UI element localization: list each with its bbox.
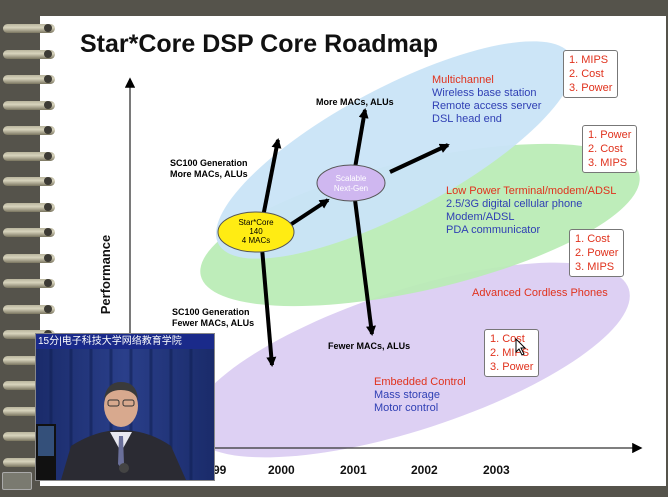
- starcore-node-line3: 4 MACs: [242, 236, 270, 245]
- binding-coil: [3, 126, 55, 135]
- segment-item: Modem/ADSL: [446, 211, 515, 223]
- year-label: 2001: [340, 463, 367, 477]
- binding-coil: [3, 177, 55, 186]
- year-label: 2002: [411, 463, 438, 477]
- priority-box-cordless: 1. Cost 2. Power 3. MIPS: [569, 229, 625, 277]
- arrow-label-up-mid-1: SC100 Generation: [170, 158, 248, 168]
- segment-item: Motor control: [374, 402, 439, 414]
- binding-hole: [44, 75, 52, 83]
- scalable-node-line1: Scalable: [336, 174, 367, 183]
- middle-segment-list: Low Power Terminal/modem/ADSL 2.5/3G dig…: [446, 185, 616, 237]
- arrow-label-up-mid-2: More MACs, ALUs: [170, 169, 248, 179]
- priority-item: 1. Cost: [575, 233, 610, 245]
- bottom-segment-list: Embedded Control Mass storage Motor cont…: [374, 376, 466, 415]
- segment-item: PDA communicator: [446, 224, 541, 236]
- scalable-node: [316, 164, 386, 202]
- segment-item: Remote access server: [432, 100, 542, 112]
- top-segment-ellipse: [216, 41, 574, 259]
- lecturer-video-overlay: 15分|电子科技大学网络教育学院: [35, 333, 215, 481]
- starcore-node-line1: Star*Core: [238, 218, 274, 227]
- segment-item: Wireless base station: [432, 87, 537, 99]
- priority-box-bottom: 1. Cost 2. MIPS 3. Power: [484, 329, 540, 377]
- binding-coil: [3, 304, 55, 314]
- bottom-segment-ellipse: [190, 262, 630, 458]
- arrow-right-from-scalable: [389, 143, 450, 174]
- scalable-node-line2: Next-Gen: [334, 184, 368, 193]
- binding-coil: [3, 457, 55, 467]
- arrow-label-down-bottom: Fewer MACs, ALUs: [328, 341, 411, 351]
- corner-logo-icon: [2, 472, 32, 490]
- priority-item: 3. Power: [569, 82, 613, 94]
- arrow-up-from-starcore: [260, 138, 282, 223]
- binding-coil: [3, 279, 55, 288]
- binding-coil: [3, 151, 55, 161]
- arrow-down-from-starcore: [260, 247, 277, 367]
- binding-coil: [3, 228, 55, 237]
- segment-item: DSL head end: [432, 113, 502, 125]
- segment-item: Low Power Terminal/modem/ADSL: [446, 185, 617, 197]
- y-axis-label: Performance: [98, 234, 114, 315]
- top-segment-list: Multichannel Wireless base station Remot…: [432, 74, 541, 126]
- starcore-node: [217, 211, 295, 253]
- binding-coil: [3, 49, 55, 59]
- binding-coil: [3, 381, 55, 390]
- binding-coil: [3, 202, 55, 212]
- binding-hole: [44, 24, 52, 32]
- priority-item: 2. Cost: [569, 68, 604, 80]
- segment-item: Multichannel: [432, 74, 494, 86]
- arrow-starcore-to-scalable: [288, 198, 330, 227]
- binding-coil: [3, 330, 55, 339]
- binding-coil: [3, 406, 55, 416]
- binding-coil: [3, 75, 55, 84]
- year-label: 99: [213, 463, 227, 477]
- priority-box-top: 1. MIPS 2. Cost 3. Power: [563, 50, 619, 98]
- segment-item: Embedded Control: [374, 376, 466, 388]
- video-caption-bar: 15分|电子科技大学网络教育学院: [36, 334, 214, 349]
- binding-hole: [44, 202, 52, 211]
- page-title: Star*Core DSP Core Roadmap: [80, 30, 438, 58]
- segment-item: 2.5/3G digital cellular phone: [446, 198, 583, 210]
- lecturer-video-frame: [36, 334, 214, 480]
- binding-coil: [3, 355, 55, 365]
- arrow-up-from-scalable: [353, 108, 369, 169]
- binding-hole: [44, 49, 52, 58]
- binding-coil: [3, 24, 55, 33]
- middle-segment-ellipse: [200, 143, 640, 307]
- binding-hole: [44, 304, 52, 313]
- year-label: 2003: [483, 463, 510, 477]
- priority-item: 1. MIPS: [569, 54, 609, 66]
- binding-hole: [44, 228, 52, 236]
- priority-item: 2. Cost: [588, 143, 623, 155]
- binding-hole: [44, 100, 52, 109]
- year-label: 2000: [268, 463, 295, 477]
- arrow-label-down-mid-1: SC100 Generation: [172, 307, 250, 317]
- arrow-down-from-scalable: [353, 199, 376, 336]
- binding-coil: [3, 100, 55, 110]
- binding-hole: [44, 279, 52, 287]
- arrow-label-up-top: More MACs, ALUs: [316, 97, 394, 107]
- priority-item: 3. Power: [490, 361, 534, 373]
- binding-hole: [44, 177, 52, 185]
- arrow-label-down-mid-2: Fewer MACs, ALUs: [172, 318, 255, 328]
- starcore-node-line2: 140: [249, 227, 263, 236]
- binding-hole: [44, 253, 52, 262]
- priority-item: 1. Power: [588, 129, 632, 141]
- priority-item: 3. MIPS: [588, 157, 628, 169]
- binding-coil: [3, 253, 55, 263]
- priority-item: 3. MIPS: [575, 261, 615, 273]
- cordless-segment-label: Advanced Cordless Phones: [472, 287, 608, 299]
- priority-item: 2. Power: [575, 247, 619, 259]
- binding-hole: [44, 151, 52, 160]
- mouse-cursor-icon: [515, 338, 527, 356]
- segment-item: Mass storage: [374, 389, 441, 401]
- priority-box-middle: 1. Power 2. Cost 3. MIPS: [582, 125, 638, 173]
- binding-coil: [3, 432, 55, 441]
- binding-hole: [44, 126, 52, 134]
